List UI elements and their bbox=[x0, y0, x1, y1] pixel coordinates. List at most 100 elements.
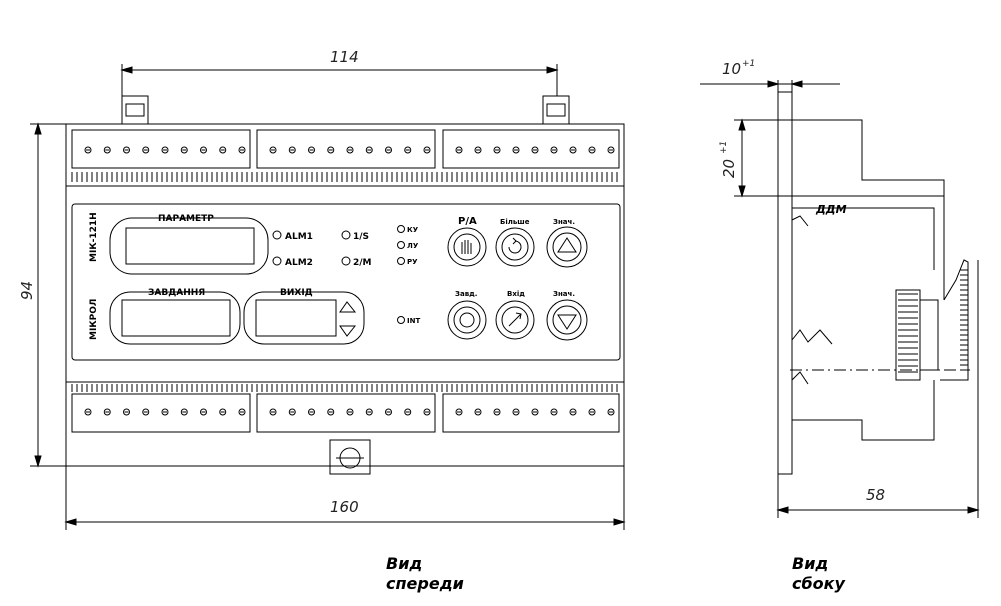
terminal-screw bbox=[385, 408, 392, 416]
setpoint-button-label: Завд. bbox=[455, 290, 477, 298]
lu-led bbox=[397, 241, 405, 249]
dim-94-label: 94 bbox=[18, 281, 36, 300]
dim-10-label: 10 bbox=[722, 60, 741, 78]
terminal-screw bbox=[161, 146, 169, 154]
setpoint-display bbox=[109, 291, 241, 345]
value-up-button-label: Знач. bbox=[553, 218, 575, 226]
terminal-screw bbox=[180, 408, 188, 416]
dim-58-label: 58 bbox=[866, 486, 885, 504]
int-label: INT bbox=[407, 317, 420, 325]
ku-label: КУ bbox=[407, 226, 419, 234]
terminal-screw bbox=[455, 146, 463, 154]
ra-button[interactable] bbox=[447, 227, 487, 267]
int-led bbox=[397, 316, 405, 324]
side-caption-line1: Вид bbox=[792, 554, 829, 573]
front-caption-line2: спереди bbox=[386, 574, 464, 593]
value-up-button[interactable] bbox=[546, 226, 588, 268]
s-led bbox=[341, 230, 351, 240]
terminal-screw bbox=[404, 408, 412, 416]
terminal-screw bbox=[493, 408, 501, 416]
top-cooling-fins bbox=[71, 172, 618, 182]
terminal-screw bbox=[142, 146, 150, 154]
front-view-caption: Вид спереди bbox=[386, 554, 464, 594]
bottom-cooling-fins bbox=[71, 384, 618, 392]
setpoint-button[interactable] bbox=[447, 300, 487, 340]
model-label: МІК-121Н bbox=[89, 212, 99, 262]
terminal-screw bbox=[269, 408, 277, 416]
bottom-terminals bbox=[71, 393, 620, 433]
dim-160-label: 160 bbox=[330, 498, 359, 516]
two-m-label: 2/M bbox=[353, 258, 372, 268]
output-window-label: ВИХІД bbox=[280, 288, 313, 298]
terminal-screw bbox=[219, 408, 227, 416]
front-dimensions bbox=[30, 64, 626, 530]
one-s-label: 1/S bbox=[353, 232, 369, 242]
front-view bbox=[65, 95, 625, 475]
side-view-caption: Вид сбоку bbox=[792, 554, 845, 594]
dim-10-tolerance: +1 bbox=[742, 59, 755, 69]
terminal-screw bbox=[200, 146, 207, 154]
output-button-label: Вхід bbox=[507, 290, 525, 298]
terminal-screw bbox=[308, 408, 315, 416]
terminal-screw bbox=[423, 408, 431, 416]
terminal-screw bbox=[569, 408, 577, 416]
front-caption-line1: Вид bbox=[386, 554, 423, 573]
output-button[interactable] bbox=[495, 300, 535, 340]
m-led bbox=[341, 256, 351, 266]
terminal-screw bbox=[288, 408, 296, 416]
terminal-screw bbox=[404, 146, 412, 154]
terminal-screw bbox=[346, 408, 354, 416]
ra-button-label: Р/А bbox=[458, 216, 477, 227]
terminal-screw bbox=[308, 146, 315, 154]
terminal-screw bbox=[346, 146, 354, 154]
terminal-screw bbox=[474, 146, 482, 154]
front-panel bbox=[71, 203, 621, 361]
terminal-screw bbox=[288, 146, 296, 154]
terminal-screw bbox=[238, 146, 246, 154]
top-terminals bbox=[71, 129, 620, 169]
brand-label: МІКРОЛ bbox=[89, 299, 99, 340]
terminal-screw bbox=[365, 408, 373, 416]
terminal-screw bbox=[550, 146, 558, 154]
terminal-screw bbox=[200, 408, 207, 416]
terminal-screw bbox=[365, 146, 373, 154]
alm2-label: ALM2 bbox=[285, 258, 313, 268]
ru-led bbox=[397, 257, 405, 265]
terminal-screw bbox=[142, 408, 150, 416]
terminal-screw bbox=[474, 408, 482, 416]
dim-20-label: 20 bbox=[720, 159, 738, 178]
terminal-screw bbox=[423, 146, 431, 154]
terminal-screw bbox=[269, 146, 277, 154]
dim-20-tolerance: +1 bbox=[719, 141, 729, 154]
dim-114-label: 114 bbox=[330, 48, 359, 66]
terminal-screw bbox=[84, 408, 92, 416]
more-button-label: Більше bbox=[500, 218, 530, 226]
terminal-screw bbox=[103, 408, 111, 416]
side-view bbox=[777, 91, 970, 475]
side-dimensions bbox=[700, 80, 980, 518]
bottom-terminal-screws bbox=[84, 408, 615, 416]
terminal-screw bbox=[512, 408, 520, 416]
terminal-screw bbox=[327, 146, 335, 154]
alm2-led bbox=[272, 256, 282, 266]
terminal-screw bbox=[123, 408, 130, 416]
terminal-screw bbox=[327, 408, 335, 416]
ru-label: РУ bbox=[407, 258, 418, 266]
terminal-screw bbox=[219, 146, 227, 154]
parameter-window-label: ПАРАМЕТР bbox=[158, 214, 214, 224]
terminal-screw bbox=[550, 408, 558, 416]
alm1-led bbox=[272, 230, 282, 240]
lu-label: ЛУ bbox=[407, 242, 419, 250]
output-up-arrow bbox=[339, 301, 357, 313]
terminal-screw bbox=[385, 146, 392, 154]
alm1-label: ALM1 bbox=[285, 232, 313, 242]
terminal-screw bbox=[607, 408, 615, 416]
terminal-screw bbox=[180, 146, 188, 154]
terminal-screw bbox=[161, 408, 169, 416]
parameter-display bbox=[109, 217, 269, 275]
value-down-button[interactable] bbox=[546, 299, 588, 341]
more-button[interactable] bbox=[495, 227, 535, 267]
terminal-screw bbox=[569, 146, 577, 154]
terminal-screw bbox=[103, 146, 111, 154]
